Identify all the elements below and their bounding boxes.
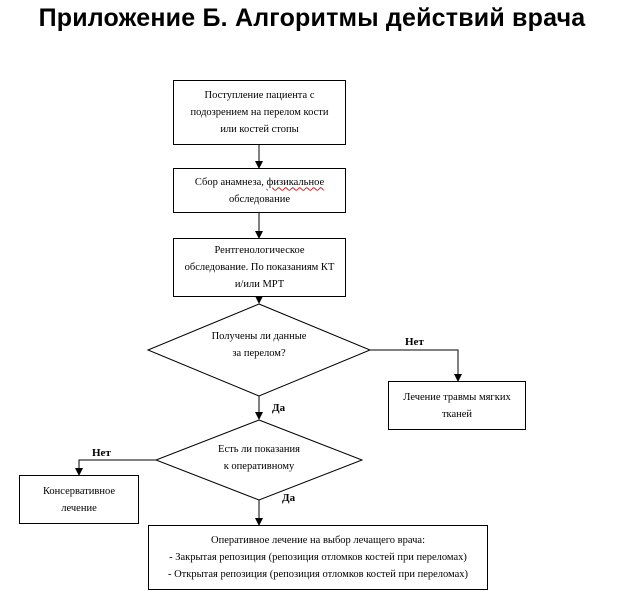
node-surgery: Оперативное лечение на выбор лечащего вр… <box>148 525 488 590</box>
node-xray-line: Рентгенологическое <box>214 245 305 256</box>
label-surgery-yes: Да <box>282 492 296 504</box>
node-admission: Поступление пациента с подозрением на пе… <box>173 80 346 145</box>
arrow-fracture-no <box>370 349 462 382</box>
label-surgery-no: Нет <box>92 447 111 459</box>
node-surgery-line: Оперативное лечение на выбор лечащего вр… <box>211 535 425 546</box>
node-conservative-line: Консервативное <box>42 485 116 497</box>
node-xray-line: и/или МРТ <box>234 279 285 290</box>
decision-surgery-text: Есть ли показания к оперативному <box>189 441 329 475</box>
node-anamnesis-line: Сбор анамнеза, физикальное <box>195 174 324 191</box>
node-surgery-line: - Открытая репозиция (репозиция отломков… <box>167 569 469 580</box>
node-conservative-line: лечение <box>61 502 97 514</box>
node-soft-tissue-line: Лечение травмы мягких <box>403 391 511 403</box>
page-title: Приложение Б. Алгоритмы действий врача <box>38 4 586 32</box>
node-xray-line: обследование. По показаниям КТ <box>184 262 335 273</box>
arrow-surgery-no <box>75 459 156 476</box>
node-anamnesis-misspelled: физикальное <box>266 176 325 188</box>
decision-surgery-line: Есть ли показания <box>218 444 300 455</box>
node-soft-tissue: Лечение травмы мягких тканей <box>388 381 526 430</box>
node-anamnesis: Сбор анамнеза, физикальное обследование <box>173 168 346 213</box>
label-fracture-yes: Да <box>272 402 286 414</box>
node-conservative: Консервативное лечение <box>19 475 139 524</box>
decision-fracture-line: за перелом? <box>232 348 286 359</box>
decision-surgery-line: к оперативному <box>223 461 295 472</box>
node-admission-line: подозрением на перелом кости <box>190 107 329 118</box>
node-anamnesis-line: обследование <box>229 193 290 205</box>
node-admission-line: или костей стопы <box>220 124 299 135</box>
label-fracture-no: Нет <box>405 336 424 348</box>
node-xray: Рентгенологическое обследование. По пока… <box>173 238 346 297</box>
decision-fracture-text: Получены ли данные за перелом? <box>189 328 329 362</box>
decision-fracture-line: Получены ли данные <box>211 331 307 342</box>
node-soft-tissue-line: тканей <box>441 408 473 420</box>
node-admission-line: Поступление пациента с <box>204 90 315 101</box>
node-surgery-line: - Закрытая репозиция (репозиция отломков… <box>169 552 467 563</box>
node-anamnesis-text: Сбор анамнеза, <box>194 176 267 188</box>
